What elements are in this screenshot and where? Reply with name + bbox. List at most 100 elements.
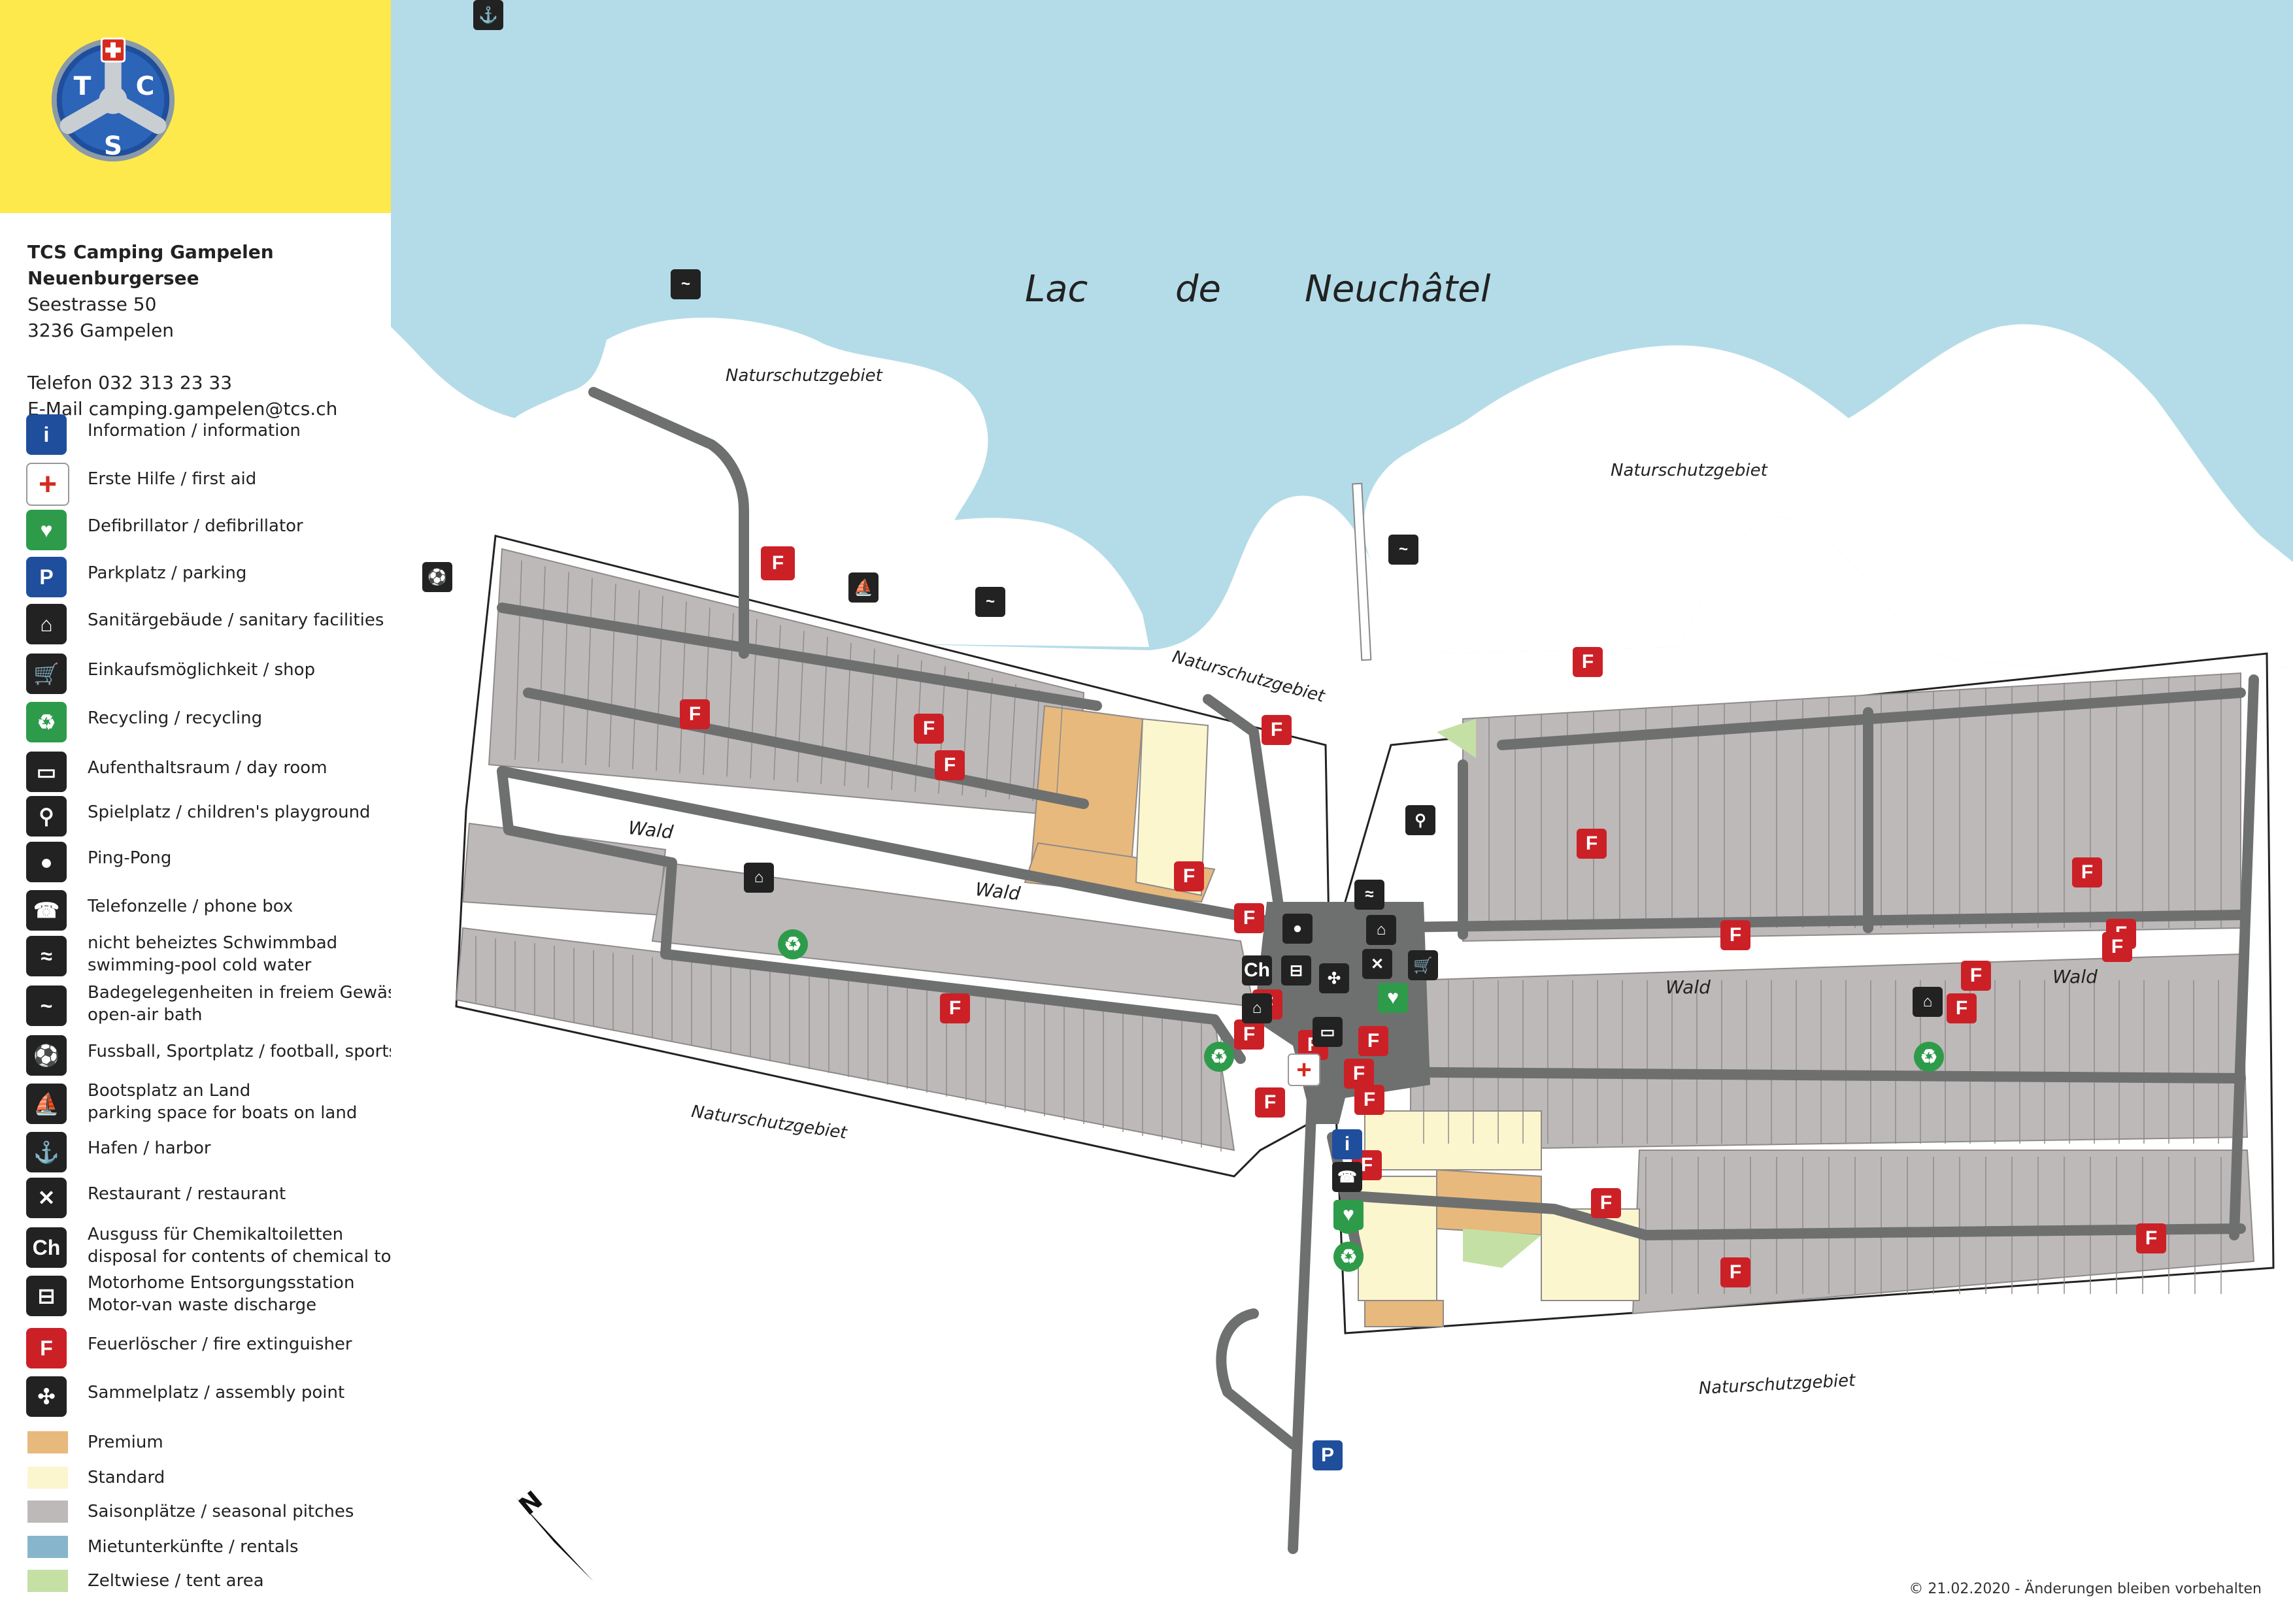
shop-icon[interactable]: 🛒: [1408, 950, 1438, 980]
information-icon: i: [26, 414, 67, 455]
sanitary-icon[interactable]: ⌂: [1242, 993, 1272, 1023]
fire-extinguisher-icon[interactable]: F: [1234, 903, 1264, 933]
site-phone: Telefon 032 313 23 33: [27, 372, 233, 393]
fire-extinguisher-icon[interactable]: F: [1947, 993, 1977, 1023]
legend-item: ~ Badegelegenheiten in freiem Gewässer op…: [26, 983, 423, 1027]
legend-item: 🛒 Einkaufsmöglichkeit / shop: [26, 654, 392, 695]
sanitary-icon[interactable]: ⌂: [1366, 915, 1396, 945]
address-block: TCS Camping Gampelen Neuenburgersee Sees…: [27, 239, 391, 422]
motorhome-icon[interactable]: ⊟: [1281, 955, 1311, 986]
legend-label: Erste Hilfe / first aid: [88, 469, 257, 489]
tcs-logo: T C S: [51, 37, 175, 162]
compass-arrow-icon: N: [514, 1490, 594, 1582]
fire-extinguisher-icon[interactable]: F: [1720, 920, 1750, 950]
pitch-type-label: Zeltwiese / tent area: [88, 1571, 264, 1591]
chemical-toilet-icon: Ch: [26, 1227, 67, 1268]
bathing-icon[interactable]: ~: [671, 269, 701, 299]
forest-label: Wald: [2052, 966, 2098, 987]
pool-icon[interactable]: ≈: [1354, 880, 1384, 910]
sanitary-icon[interactable]: ⌂: [1913, 987, 1943, 1017]
information-icon[interactable]: i: [1332, 1129, 1362, 1159]
legend-label: Bootsplatz an Land parking space for boa…: [88, 1081, 358, 1123]
recycling-icon[interactable]: ♻: [1333, 1242, 1364, 1272]
legend-item: ✣Sammelplatz / assembly point: [26, 1376, 392, 1418]
recycling-icon[interactable]: ♻: [1204, 1042, 1234, 1072]
legend-label: Aufenthaltsraum / day room: [88, 758, 327, 778]
fire-extinguisher-icon[interactable]: F: [1577, 829, 1607, 859]
fire-extinguisher-icon[interactable]: F: [935, 750, 965, 780]
defibrillator-icon[interactable]: ♥: [1333, 1200, 1364, 1230]
legend-label: Motorhome Entsorgungsstation Motor-van w…: [88, 1273, 355, 1315]
fire-extinguisher-icon[interactable]: F: [1573, 647, 1603, 677]
fire-extinguisher-icon[interactable]: F: [1354, 1085, 1384, 1115]
chemical-toilet-icon[interactable]: Ch: [1242, 955, 1272, 986]
pitch-type-swatch: [27, 1570, 68, 1592]
legend-label: Badegelegenheiten in freiem Gewässer ope…: [88, 983, 423, 1025]
parking-icon[interactable]: P: [1313, 1440, 1343, 1470]
logo-letter-t: T: [74, 72, 92, 101]
fire-extinguisher-icon[interactable]: F: [914, 714, 944, 744]
fire-extinguisher-icon[interactable]: F: [1358, 1026, 1388, 1056]
lounge-icon[interactable]: ▭: [1313, 1017, 1343, 1047]
fire-extinguisher-icon[interactable]: F: [2136, 1223, 2166, 1253]
fire-extinguisher-icon[interactable]: F: [1344, 1059, 1374, 1089]
legend-label: Einkaufsmöglichkeit / shop: [88, 660, 316, 680]
boat-icon: ⛵: [26, 1084, 67, 1124]
fire-extinguisher-icon[interactable]: F: [680, 699, 710, 729]
bathing-icon: ~: [26, 986, 67, 1026]
fire-extinguisher-icon[interactable]: F: [1720, 1257, 1750, 1287]
legend-label: Information / information: [88, 421, 301, 440]
legend-item: i Information / information: [26, 414, 392, 456]
legend-item: ⊟Motorhome Entsorgungsstation Motor-van …: [26, 1273, 392, 1317]
fire-extinguisher-icon[interactable]: F: [1234, 1019, 1264, 1050]
fire-extinguisher-icon[interactable]: F: [1591, 1188, 1621, 1218]
fire-extinguisher-icon[interactable]: F: [2072, 857, 2102, 887]
logo-panel: T C S: [0, 0, 391, 213]
fire-extinguisher-icon[interactable]: F: [761, 546, 795, 580]
harbor-icon[interactable]: ⚓: [473, 0, 503, 30]
site-email[interactable]: E-Mail camping.gampelen@tcs.ch: [27, 398, 338, 420]
legend-label: Defibrillator / defibrillator: [88, 516, 303, 536]
fire-extinguisher-icon[interactable]: F: [2102, 932, 2132, 962]
fire-extinguisher-icon: F: [26, 1328, 67, 1368]
sidebar: T C S TCS Camping Gampelen Neuenburgerse…: [0, 0, 439, 1621]
bathing-icon[interactable]: ~: [1388, 535, 1418, 565]
pier: [1352, 482, 1372, 661]
recycling-icon[interactable]: ♻: [778, 929, 808, 959]
phone-icon: ☎: [26, 890, 67, 931]
ping-pong-icon[interactable]: ●: [1282, 914, 1313, 944]
football-icon[interactable]: ⚽: [422, 562, 452, 592]
lake-name-word-2: de: [1175, 268, 1221, 310]
site-city: 3236 Gampelen: [27, 320, 175, 341]
legend-item: ⚽Fussball, Sportplatz / football, sports…: [26, 1035, 439, 1077]
sanitary-icon[interactable]: ⌂: [744, 863, 774, 893]
legend-item: ⛵ Bootsplatz an Land parking space for bo…: [26, 1081, 392, 1125]
map-drawing: [391, 0, 2293, 1554]
pitch-type-label: Standard: [88, 1468, 165, 1487]
fire-extinguisher-icon[interactable]: F: [1174, 861, 1204, 891]
lake-name-word-3: Neuchâtel: [1305, 268, 1491, 310]
boat-icon[interactable]: ⛵: [848, 572, 879, 603]
fire-extinguisher-icon[interactable]: F: [940, 993, 970, 1023]
fire-extinguisher-icon[interactable]: F: [1961, 961, 1991, 991]
playground-icon[interactable]: ⚲: [1405, 805, 1435, 835]
legend-label: Feuerlöscher / fire extinguisher: [88, 1334, 352, 1354]
fire-extinguisher-icon[interactable]: F: [1255, 1087, 1285, 1118]
recycling-icon[interactable]: ♻: [1914, 1042, 1944, 1072]
shop-icon: 🛒: [26, 654, 67, 694]
logo-letter-c: C: [136, 72, 155, 101]
phone-icon[interactable]: ☎: [1332, 1162, 1362, 1192]
bathing-icon[interactable]: ~: [975, 587, 1005, 617]
first-aid-icon[interactable]: +: [1288, 1053, 1320, 1086]
restaurant-icon[interactable]: ✕: [1362, 949, 1392, 979]
pool-icon: ≈: [26, 936, 67, 976]
pitch-type-swatch: [27, 1467, 68, 1489]
forest-label: Wald: [1665, 976, 1711, 998]
legend-item: ≈nicht beheiztes Schwimmbad swimming-poo…: [26, 933, 392, 978]
legend-label: Hafen / harbor: [88, 1138, 211, 1158]
defibrillator-icon[interactable]: ♥: [1378, 983, 1408, 1013]
assembly-point-icon[interactable]: ✣: [1319, 963, 1349, 993]
fire-extinguisher-icon[interactable]: F: [1262, 715, 1292, 745]
